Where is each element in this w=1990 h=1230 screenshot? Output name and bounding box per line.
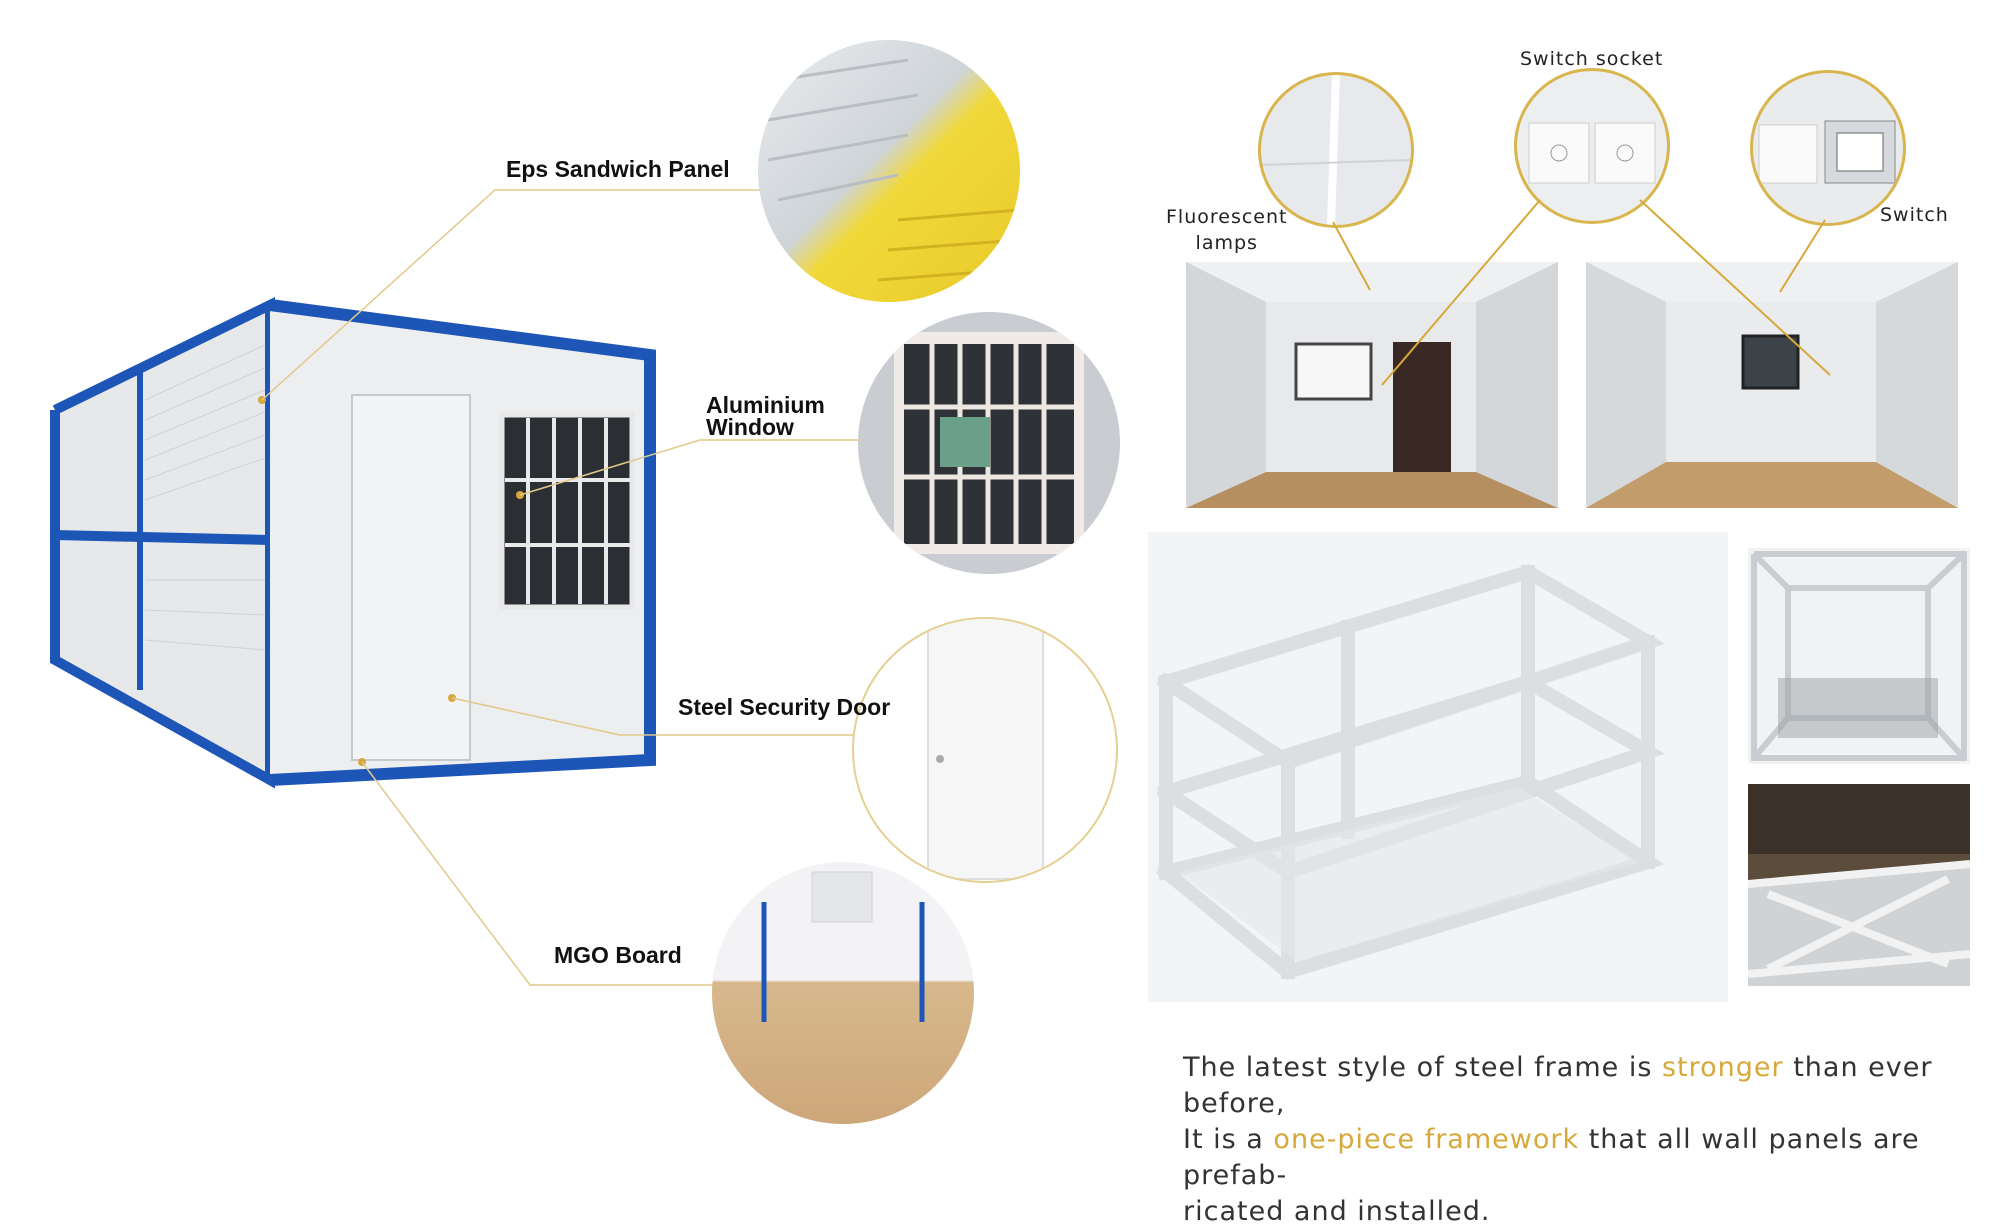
aluminium-window-label: Aluminium Window [706,392,825,440]
interior-photo-window [1586,262,1958,508]
frame-detail-photo-2 [1748,784,1970,986]
eps-panel-label: Eps Sandwich Panel [506,156,730,182]
caption-text-5: ricated and installed. [1183,1196,1491,1227]
steel-door-photo [852,617,1118,883]
caption-text-2: than ever before, [1183,1052,1933,1119]
interior-photo-door [1186,262,1558,508]
container-window [499,412,635,610]
caption-text-3: It is a [1183,1124,1274,1155]
fluorescent-lamps-label-line1: Fluorescent [1166,206,1288,228]
switch-socket-label: Switch socket [1520,48,1664,70]
container-illustration [50,189,920,986]
aluminium-window-label-line2: Window [706,414,794,440]
switch-socket-photo [1514,68,1670,224]
caption-highlight-framework: one-piece framework [1273,1124,1580,1155]
caption-highlight-stronger: stronger [1661,1052,1784,1083]
mgo-board-label: MGO Board [554,942,682,968]
fluorescent-lamps-label-line2: lamps [1195,232,1258,254]
steel-frame-photo [1148,532,1728,1002]
fluorescent-lamps-label: Fluorescent lamps [1166,204,1287,256]
mgo-board-photo [712,862,974,1124]
switch-label: Switch [1880,204,1949,226]
steel-door-label: Steel Security Door [678,694,891,720]
switch-photo [1750,70,1906,226]
aluminium-window-photo [858,312,1120,574]
interior-leader-lines [1332,199,1831,386]
frame-caption: The latest style of steel frame is stron… [1183,1050,1973,1230]
aluminium-window-label-line1: Aluminium [706,392,825,418]
frame-detail-photo-1 [1748,548,1970,764]
caption-text-1: The latest style of steel frame is [1183,1052,1662,1083]
eps-panel-photo [758,40,1020,302]
